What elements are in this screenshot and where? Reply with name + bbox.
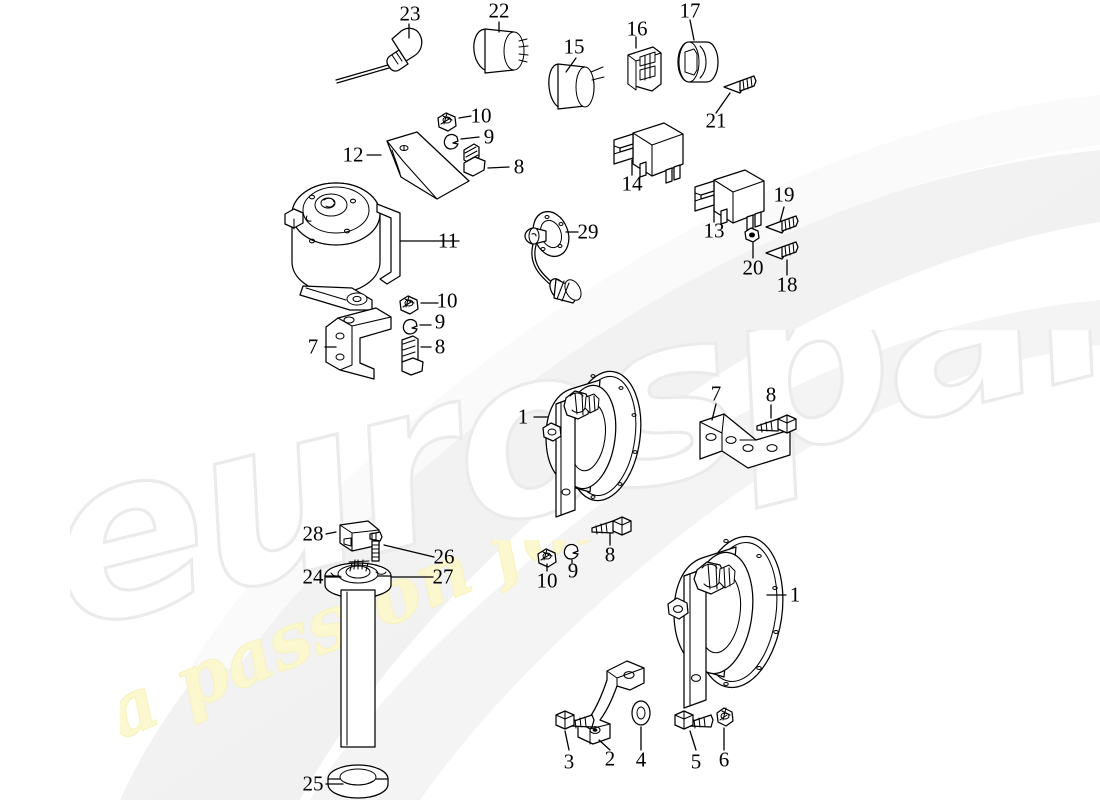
part-23-dipstick-probe xyxy=(335,23,423,84)
callout-number-10-hex-nut: 10 xyxy=(436,288,458,313)
part-20-hex-nut-small xyxy=(744,227,760,259)
callout-number-21-tapping-screw: 21 xyxy=(705,108,727,133)
part-17-rubber-grommet xyxy=(677,19,719,83)
part-21-tapping-screw xyxy=(715,75,757,114)
callout-number-11-horn-assembly: 11 xyxy=(437,228,459,253)
callout-number-28-sender-cap-cover: 28 xyxy=(302,521,324,546)
part-25-sealing-ring xyxy=(325,764,389,799)
callout-number-5-hex-bolt: 5 xyxy=(690,749,702,774)
part-13-relay-lower xyxy=(694,169,765,231)
callout-number-4-flat-washer: 4 xyxy=(635,747,647,772)
part-18-tapping-screw xyxy=(765,241,799,276)
callout-number-16-connector-block: 16 xyxy=(626,16,648,41)
callout-number-20-hex-nut-small: 20 xyxy=(742,255,764,280)
callout-number-9-lock-washer: 9 xyxy=(567,558,579,583)
part-16-connector-block xyxy=(627,36,662,92)
callout-number-27-flat-washer: 27 xyxy=(432,564,454,589)
part-1-horn-disc-upper xyxy=(533,370,642,518)
part-8-hex-bolt-right xyxy=(756,404,797,434)
part-28-sender-cap-cover xyxy=(325,520,380,552)
callout-number-8-hex-bolt: 8 xyxy=(604,542,616,567)
part-7-mounting-bracket-left xyxy=(324,307,392,380)
part-1-horn-disc-lower xyxy=(667,535,787,709)
callout-number-8-hex-bolt: 8 xyxy=(513,154,525,179)
callout-number-9-lock-washer: 9 xyxy=(483,124,495,149)
part-15-cylindrical-relay xyxy=(548,57,605,110)
callout-number-15-cylindrical-relay: 15 xyxy=(563,34,585,59)
part-7-mounting-bracket-right xyxy=(699,403,791,469)
callout-number-17-rubber-grommet: 17 xyxy=(679,0,701,23)
callout-number-23-dipstick-probe: 23 xyxy=(399,1,421,26)
callout-number-8-hex-bolt: 8 xyxy=(434,334,446,359)
callout-number-22-round-sensor-canister: 22 xyxy=(488,0,510,23)
part-19-tapping-screw xyxy=(765,206,799,234)
callout-number-18-tapping-screw: 18 xyxy=(776,272,798,297)
part-22-round-sensor-canister xyxy=(473,21,529,74)
part-29-sender-unit-float xyxy=(524,210,582,304)
callout-number-7-mounting-bracket: 7 xyxy=(710,381,722,406)
fasteners-lower-stack xyxy=(537,516,632,572)
part-24-fuel-sender-head xyxy=(324,559,392,748)
callout-number-10-hex-nut: 10 xyxy=(470,103,492,128)
part-6-hex-nut xyxy=(716,707,734,751)
callout-number-25-sealing-ring: 25 xyxy=(302,771,324,796)
callout-number-8-hex-bolt: 8 xyxy=(765,382,777,407)
part-12-cover-plate xyxy=(366,131,470,200)
callout-number-9-lock-washer: 9 xyxy=(434,309,446,334)
part-5-hex-bolt xyxy=(674,710,714,751)
callout-number-14-relay-upper: 14 xyxy=(621,171,643,196)
callout-number-1-horn-disc-upper: 1 xyxy=(517,404,529,429)
part-26-slotted-screw xyxy=(369,531,435,562)
callout-number-3-hex-bolt: 3 xyxy=(563,749,575,774)
callout-number-26-slotted-screw: 26 xyxy=(433,544,455,569)
callout-number-2-horn-strap-bracket: 2 xyxy=(604,746,616,771)
callout-number-12-cover-plate: 12 xyxy=(342,142,364,167)
callout-number-6-hex-nut: 6 xyxy=(718,747,730,772)
callout-number-1-horn-disc-lower: 1 xyxy=(789,582,801,607)
part-3-hex-bolt xyxy=(555,710,595,751)
fasteners-middle-stack xyxy=(399,295,439,376)
callout-number-24-fuel-sender-head: 24 xyxy=(302,564,324,589)
callout-number-10-hex-nut: 10 xyxy=(536,568,558,593)
callout-number-13-relay-lower: 13 xyxy=(703,218,725,243)
part-11-horn-assembly xyxy=(284,182,460,311)
part-14-relay-upper xyxy=(613,122,684,184)
fasteners-upper-stack xyxy=(437,112,510,177)
callout-number-7-mounting-bracket: 7 xyxy=(307,334,319,359)
part-4-flat-washer xyxy=(631,700,651,751)
callout-number-19-tapping-screw: 19 xyxy=(773,182,795,207)
callout-number-29-sender-unit-float: 29 xyxy=(577,219,599,244)
